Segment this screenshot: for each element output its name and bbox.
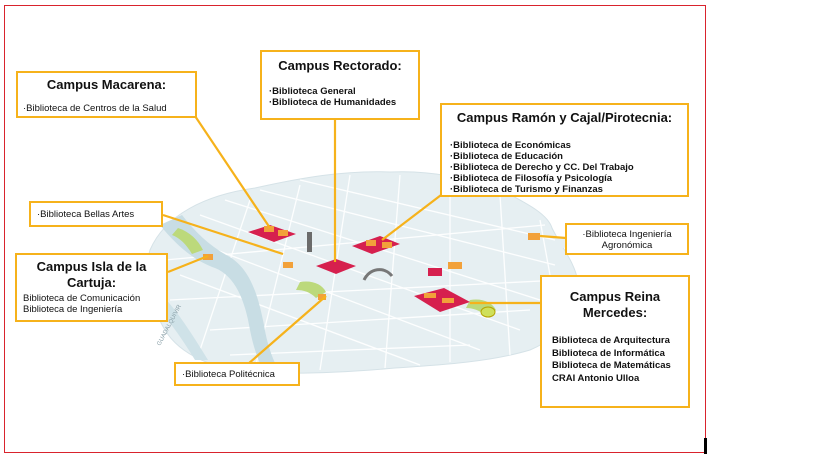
- campus-reina-mercedes-title: Campus Reina: [569, 289, 661, 304]
- leader-line-agronomica: [539, 234, 567, 240]
- callout-campus-reina-mercedes: Campus Reina Mercedes: Biblioteca de Arq…: [540, 275, 690, 408]
- park-area: [172, 228, 203, 254]
- park-area: [480, 306, 496, 318]
- library-item: ·Biblioteca General: [269, 86, 356, 97]
- library-item: Biblioteca de Matemáticas: [552, 360, 671, 371]
- east-extension: [505, 215, 575, 249]
- macarena-building: [264, 226, 274, 232]
- macarena-buildings: [248, 225, 296, 242]
- callout-politecnica: ·Biblioteca Politécnica: [174, 362, 300, 386]
- library-item: ·Biblioteca de Derecho y CC. Del Trabajo: [450, 162, 634, 173]
- library-item: Biblioteca de Arquitectura: [552, 335, 670, 346]
- campus-ramon-cajal-title: Campus Ramón y Cajal/Pirotecnia:: [456, 110, 673, 125]
- callout-ingenieria-agronomica: ·Biblioteca Ingeniería Agronómica: [565, 223, 689, 255]
- library-item: Biblioteca de Ingeniería: [23, 304, 123, 315]
- callout-bellas-artes: ·Biblioteca Bellas Artes: [29, 201, 163, 227]
- campus-macarena-title: Campus Macarena:: [46, 77, 167, 92]
- library-item: ·Biblioteca de Económicas: [450, 140, 571, 151]
- leader-line-politecnica: [247, 295, 327, 365]
- misc-building: [448, 262, 462, 269]
- callout-campus-rectorado: Campus Rectorado: ·Biblioteca General ·B…: [260, 50, 420, 120]
- macarena-building: [278, 230, 288, 236]
- library-item: Biblioteca de Comunicación: [23, 293, 141, 304]
- library-item: ·Biblioteca de Filosofía y Psicología: [450, 173, 613, 184]
- figure-frame: [4, 5, 706, 453]
- misc-building: [283, 262, 293, 268]
- misc-building: [428, 268, 442, 276]
- agronomica-building: [528, 233, 540, 240]
- ramon-cajal-building: [366, 240, 376, 246]
- campus-cartuja-title: Cartuja:: [66, 275, 117, 290]
- leader-lines: [162, 115, 567, 365]
- corner-mark: [704, 438, 707, 454]
- park-area: [296, 281, 326, 298]
- library-item: Agronómica: [601, 240, 653, 251]
- reina-mercedes-building: [424, 293, 436, 298]
- callout-campus-cartuja: Campus Isla de la Cartuja: Biblioteca de…: [15, 253, 168, 322]
- library-item: ·Biblioteca Bellas Artes: [37, 209, 135, 220]
- library-item: CRAI Antonio Ulloa: [552, 372, 640, 384]
- library-item: Biblioteca de Informática: [552, 347, 665, 359]
- misc-building: [318, 294, 326, 300]
- rectorado-building: [316, 259, 356, 274]
- guadalquivir-river: [160, 215, 285, 380]
- library-item: ·Biblioteca de Humanidades: [269, 97, 397, 108]
- library-item: ·Biblioteca Ingeniería: [582, 229, 672, 240]
- library-item: ·Biblioteca de Centros de la Salud: [23, 103, 167, 114]
- library-item: ·Biblioteca de Educación: [450, 151, 563, 162]
- campus-cartuja-title: Campus Isla de la: [36, 259, 147, 274]
- leader-line-bellas-artes: [162, 213, 284, 256]
- ramon-cajal-building: [382, 242, 392, 248]
- rectorado-tower: [307, 232, 312, 252]
- library-item: ·Biblioteca Politécnica: [182, 369, 275, 380]
- bridge-arc: [362, 268, 394, 281]
- leader-line-macarena: [194, 115, 271, 229]
- callout-campus-ramon-cajal: Campus Ramón y Cajal/Pirotecnia: ·Biblio…: [440, 103, 689, 197]
- campus-reina-mercedes-title: Mercedes:: [582, 305, 648, 320]
- leader-line-ramon-cajal: [381, 191, 446, 241]
- reina-mercedes-building: [442, 298, 454, 303]
- library-item: ·Biblioteca de Turismo y Finanzas: [450, 184, 603, 195]
- callout-campus-macarena: Campus Macarena: ·Biblioteca de Centros …: [16, 71, 197, 118]
- leader-line-cartuja: [167, 254, 209, 274]
- campus-rectorado-title: Campus Rectorado:: [278, 58, 402, 73]
